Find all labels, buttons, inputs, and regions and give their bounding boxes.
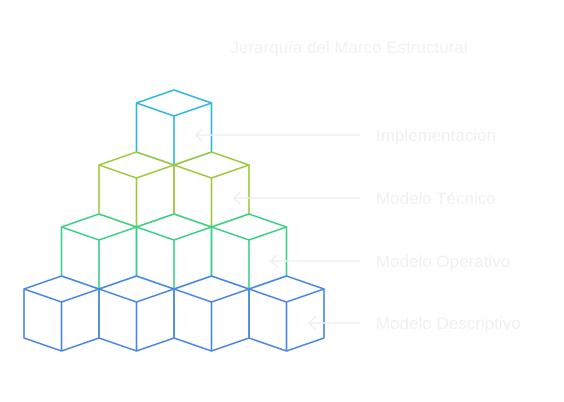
cube-level-4 [248,275,325,352]
level-label-modelo-tecnico: Modelo Técnico [376,189,496,208]
level-row-modelo-descriptivo: Modelo Descriptivo [308,314,521,333]
arrow-pointer-icon [195,128,361,142]
level-label-implementacion: Implementación [376,126,496,145]
cube-level-3 [60,213,138,290]
level-row-implementacion: Implementación [195,126,496,145]
cube-level-3 [135,213,213,290]
level-label-modelo-operativo: Modelo Operativo [376,252,510,271]
cube-pyramid [23,89,325,352]
arrow-pointer-icon [270,254,361,268]
level-label-modelo-descriptivo: Modelo Descriptivo [376,314,521,333]
arrow-pointer-icon [233,191,361,205]
level-row-modelo-operativo: Modelo Operativo [270,252,510,271]
arrow-pointer-icon [308,316,361,330]
cube-level-3 [210,213,288,290]
cube-level-4 [98,275,175,352]
cube-level-4 [173,275,250,352]
cube-level-2 [173,151,250,228]
diagram-title: Jerarquía del Marco Estructural [230,38,467,57]
cube-level-2 [98,151,175,228]
cube-level-1 [135,89,213,166]
cube-level-4 [23,275,100,352]
level-row-modelo-tecnico: Modelo Técnico [233,189,496,208]
